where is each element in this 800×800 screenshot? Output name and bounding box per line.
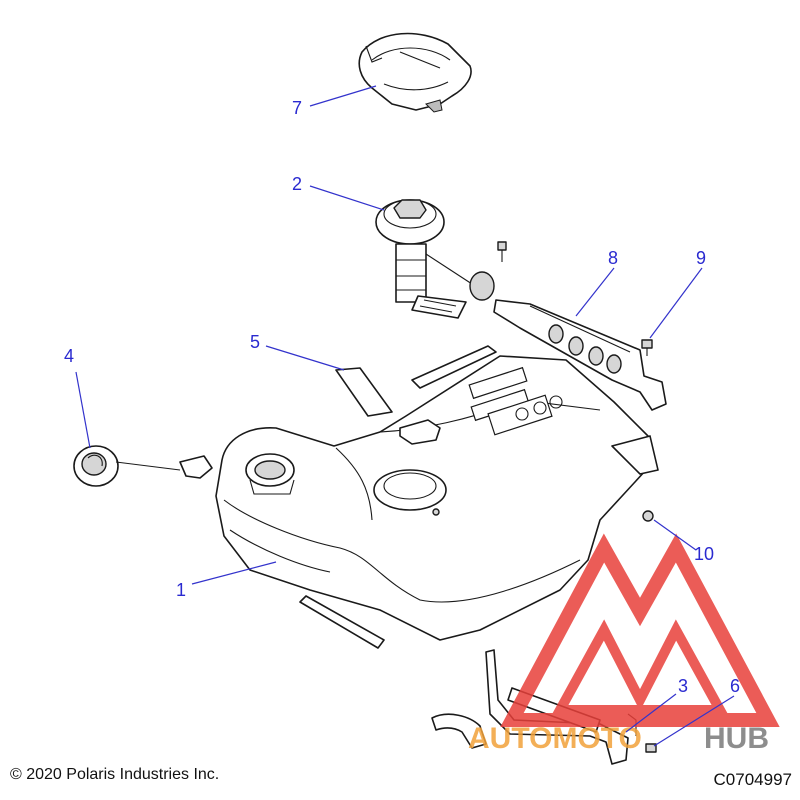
leader-1 (191, 561, 277, 585)
nut-part (642, 510, 654, 522)
callout-1: 1 (176, 580, 186, 600)
heat-shield-part (493, 299, 667, 411)
leader-5 (265, 345, 345, 371)
leader-4 (75, 371, 91, 449)
leader-6 (653, 695, 735, 747)
copyright-text: © 2020 Polaris Industries Inc. (10, 766, 220, 783)
callout-6: 6 (730, 676, 740, 696)
callout-numbers: 1 2 3 4 5 6 7 8 9 10 (64, 98, 740, 696)
leader-9 (649, 267, 703, 339)
fuel-cap-part (73, 445, 213, 487)
leader-lines (75, 85, 735, 747)
callout-2: 2 (292, 174, 302, 194)
callout-4: 4 (64, 346, 74, 366)
fuel-pump-part (375, 199, 507, 319)
callout-10: 10 (694, 544, 714, 564)
callout-9: 9 (696, 248, 706, 268)
leader-7 (309, 85, 377, 107)
watermark-text-part2: HUB (704, 722, 769, 755)
pad-strip-part (335, 345, 497, 417)
callout-7: 7 (292, 98, 302, 118)
callout-5: 5 (250, 332, 260, 352)
diagram-code: C0704997 (713, 770, 792, 789)
watermark-text-part1: AUTOMOTO (468, 722, 642, 755)
leader-3 (625, 693, 677, 733)
pump-cover-part (358, 32, 472, 113)
leader-8 (575, 267, 615, 317)
callout-8: 8 (608, 248, 618, 268)
callout-3: 3 (678, 676, 688, 696)
bolt-part (641, 339, 653, 356)
leader-2 (309, 185, 385, 211)
automotohub-watermark: AUTOMOTO HUB (468, 533, 780, 755)
fuel-tank-part (215, 355, 659, 641)
leader-10 (653, 519, 697, 551)
